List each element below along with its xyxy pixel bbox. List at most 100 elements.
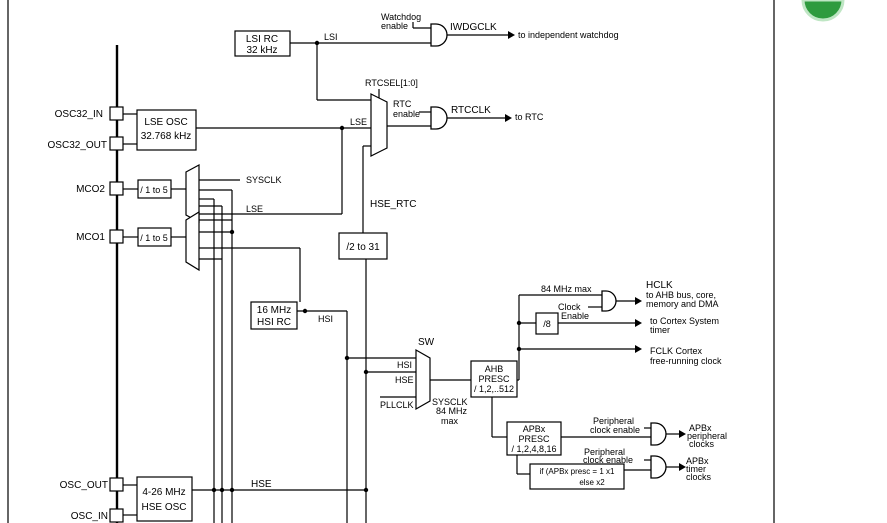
osc32-in-label: OSC32_IN (55, 109, 103, 120)
status-indicator-icon (801, 0, 845, 22)
sysclk-mco-label: SYSCLK (246, 175, 282, 185)
periph-enable-2-line1: Peripheral (584, 447, 625, 457)
mco2-label: MCO2 (76, 184, 105, 195)
sysclk-line3: max (441, 416, 459, 426)
sw-mux (415, 348, 431, 411)
hse-junction-4 (363, 487, 369, 493)
iwdgclk-label: IWDGCLK (450, 22, 497, 33)
lse-osc-block (136, 109, 197, 151)
hsi-rc-line1: 16 MHz (257, 305, 291, 316)
lsi-rc-line1: LSI RC (246, 34, 278, 45)
rtc-divider-block (338, 232, 388, 260)
apb-line1: APBx (523, 424, 546, 434)
hclk-and-gate (601, 290, 617, 312)
rtc-and-gate (430, 106, 448, 130)
mco1-pin (109, 229, 124, 244)
apb-timer-out-line3: clocks (686, 472, 712, 482)
ahb-presc-block (470, 360, 518, 398)
hsi-rc-block (250, 301, 298, 330)
osc-in-label: OSC_IN (71, 511, 108, 522)
rtc-enable-line2: enable (393, 109, 420, 119)
hsi-junction (302, 308, 308, 314)
lsi-label: LSI (324, 32, 338, 42)
cortex-timer-line2: timer (650, 325, 670, 335)
osc-out-pin (109, 477, 124, 492)
lse-rtc-label: LSE (350, 117, 367, 127)
watchdog-enable-line1: Watchdog (381, 12, 421, 22)
hse-osc-block (136, 476, 193, 522)
hse-rtc-label: HSE_RTC (370, 199, 417, 210)
lsi-rc-line2: 32 kHz (246, 45, 277, 56)
osc-in-pin (109, 508, 124, 523)
to-rtc-label: to RTC (515, 112, 544, 122)
hse-junction-1 (211, 487, 217, 493)
cortex-timer-arrow (635, 319, 642, 327)
fclk-line1: FCLK Cortex (650, 346, 703, 356)
lse-osc-line1: LSE OSC (144, 117, 187, 128)
apb-periph-line2: peripheral (687, 431, 727, 441)
sw-label: SW (418, 337, 435, 348)
apb-timer-mult-line1: if (APBx presc = 1 x1 (540, 467, 615, 476)
apb-periph-arrow (679, 430, 686, 438)
rtc-enable-line1: RTC (393, 99, 412, 109)
apb-periph-line1: APBx (689, 423, 712, 433)
osc-out-label: OSC_OUT (60, 480, 108, 491)
rtcclk-arrow (505, 114, 512, 122)
periph-enable-1-line1: Peripheral (593, 416, 634, 426)
watchdog-enable-line2: enable (381, 21, 408, 31)
fclk-arrow (635, 345, 642, 353)
lse-osc-line2: 32.768 kHz (141, 131, 192, 142)
lsi-rc-block (234, 30, 291, 57)
hclk-line1: HCLK (646, 280, 673, 291)
rtcsel-label: RTCSEL[1:0] (365, 78, 418, 88)
fclk-line2: free-running clock (650, 356, 722, 366)
apb-line3: / 1,2,4,8,16 (511, 444, 556, 454)
hsi-label: HSI (318, 314, 333, 324)
lse-mco-label: LSE (246, 204, 263, 214)
hse-label: HSE (251, 479, 272, 490)
mco2-divider-label: / 1 to 5 (140, 185, 168, 195)
ahb-line3: / 1,2,..512 (474, 384, 514, 394)
clock-enable-line1: Clock (558, 302, 581, 312)
apb-timer-arrow (679, 463, 686, 471)
div8-label: /8 (543, 319, 551, 329)
clock-enable-line2: Enable (561, 311, 589, 321)
rtcsel-mux (370, 93, 388, 157)
hse-junction-2 (219, 487, 225, 493)
hclk-line3: memory and DMA (646, 299, 719, 309)
mco1-mux (185, 210, 200, 272)
rtcclk-label: RTCCLK (451, 105, 491, 116)
hse-junction-3 (229, 487, 235, 493)
pllclk-label: PLLCLK (380, 400, 414, 410)
hsi-rc-line2: HSI RC (257, 317, 291, 328)
hclk-arrow (635, 297, 642, 305)
apb-timer-mult-block (529, 463, 625, 490)
hse-osc-line1: 4-26 MHz (142, 487, 185, 498)
apb-timer-out-line2: timer (686, 464, 706, 474)
sysclk-line1: SYSCLK (432, 397, 468, 407)
cortex-timer-line1: to Cortex System (650, 316, 719, 326)
rtc-divider-label: /2 to 31 (346, 242, 380, 253)
hse-sw-junction (363, 369, 369, 375)
iwdgclk-arrow (508, 31, 515, 39)
osc32-out-pin (109, 136, 124, 151)
watchdog-and-gate (430, 23, 448, 47)
max-84-label: 84 MHz max (541, 284, 592, 294)
mco1-divider-label: / 1 to 5 (140, 233, 168, 243)
periph-enable-1-line2: clock enable (590, 425, 640, 435)
mco1-label: MCO1 (76, 232, 105, 243)
osc32-out-label: OSC32_OUT (48, 140, 107, 151)
sysclk-line2: 84 MHz (436, 406, 468, 416)
apb-presc-block (506, 421, 562, 456)
ahb-line1: AHB (485, 364, 504, 374)
hsi-mux-label: HSI (397, 360, 412, 370)
hse-mux-label: HSE (395, 375, 414, 385)
hse-osc-line2: HSE OSC (141, 502, 186, 513)
hclk-line2: to AHB bus, core, (646, 290, 716, 300)
apb-timer-out-line1: APBx (686, 456, 709, 466)
periph-and-gate-2 (650, 455, 667, 479)
periph-and-gate-1 (650, 422, 667, 446)
apb-line2: PRESC (518, 434, 550, 444)
